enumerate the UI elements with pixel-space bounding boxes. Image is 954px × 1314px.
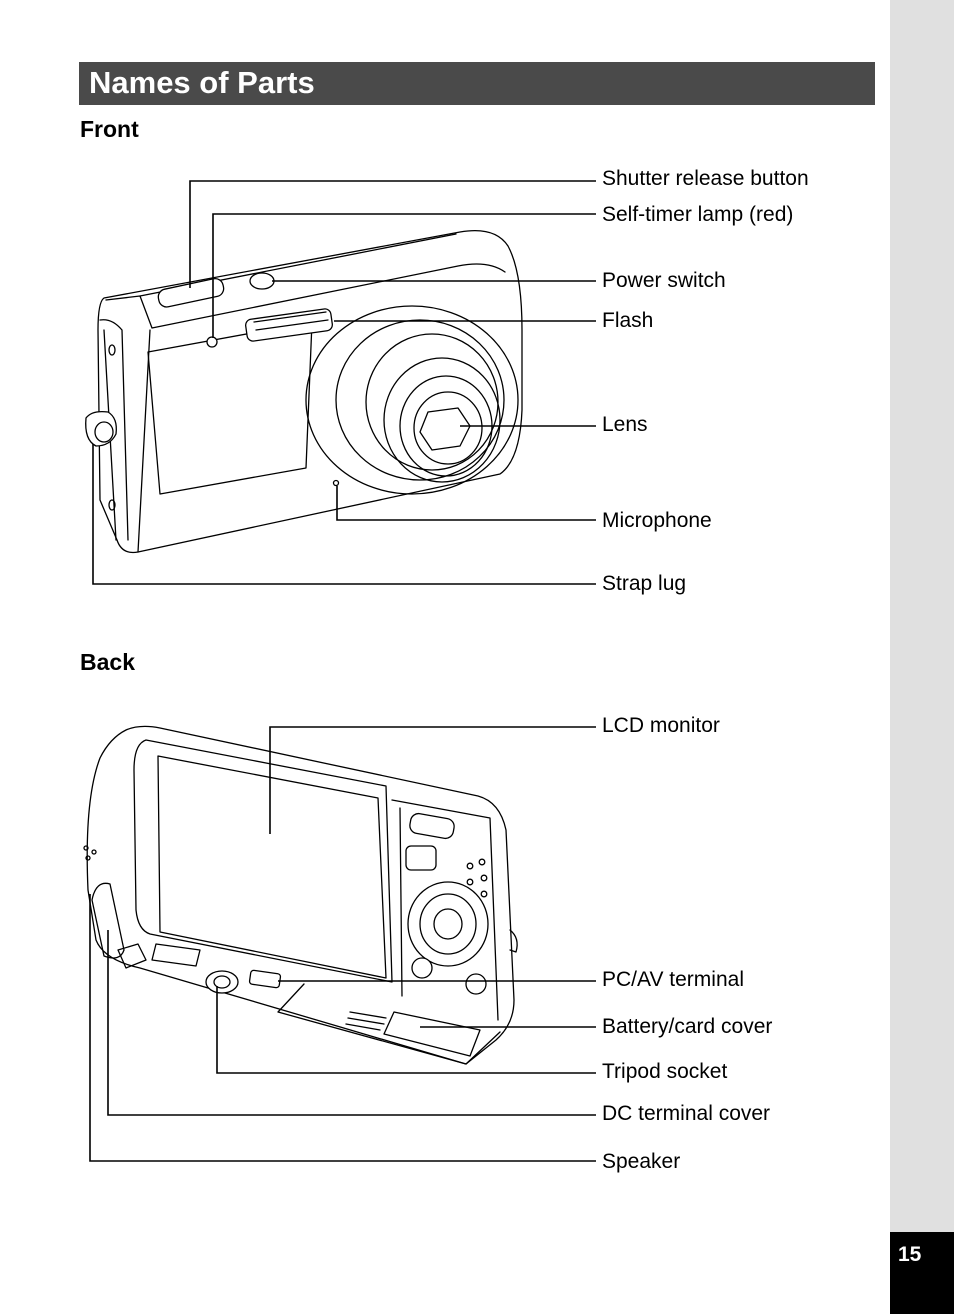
front-heading: Front bbox=[80, 116, 139, 142]
label-microphone: Microphone bbox=[602, 509, 712, 532]
label-self-timer-lamp: Self-timer lamp (red) bbox=[602, 203, 794, 226]
page-number: 15 bbox=[898, 1243, 922, 1266]
title-bar: Names of Parts bbox=[79, 62, 875, 105]
page-title: Names of Parts bbox=[89, 65, 315, 100]
front-camera-illustration bbox=[85, 180, 596, 585]
label-pc-av-terminal: PC/AV terminal bbox=[602, 968, 744, 991]
label-battery-card-cover: Battery/card cover bbox=[602, 1015, 773, 1038]
side-tab bbox=[890, 0, 954, 1314]
back-camera-illustration bbox=[83, 725, 596, 1162]
label-shutter-release-button: Shutter release button bbox=[602, 167, 809, 190]
label-tripod-socket: Tripod socket bbox=[602, 1060, 728, 1083]
page-number-box bbox=[890, 1232, 954, 1314]
back-heading: Back bbox=[80, 649, 135, 675]
label-power-switch: Power switch bbox=[602, 269, 726, 292]
label-lens: Lens bbox=[602, 413, 648, 436]
label-speaker: Speaker bbox=[602, 1150, 681, 1173]
label-dc-terminal-cover: DC terminal cover bbox=[602, 1102, 771, 1125]
label-strap-lug: Strap lug bbox=[602, 572, 687, 595]
label-lcd-monitor: LCD monitor bbox=[602, 714, 720, 737]
label-flash: Flash bbox=[602, 309, 654, 332]
